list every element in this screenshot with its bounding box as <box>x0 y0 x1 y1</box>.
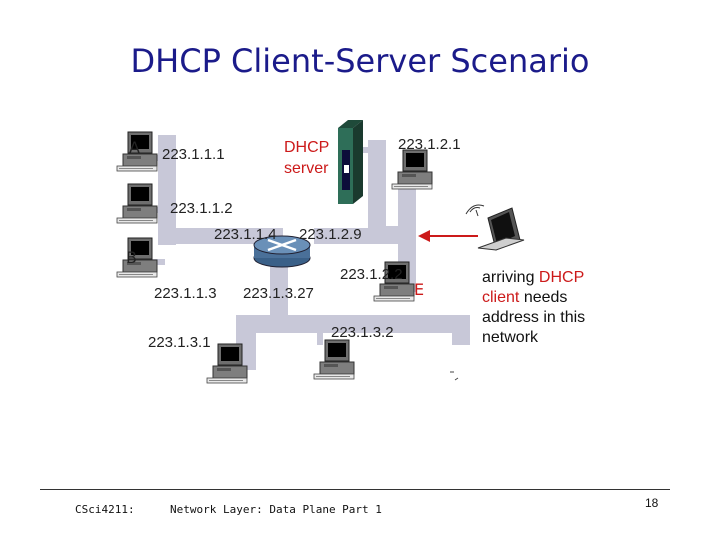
host-computer <box>116 183 158 224</box>
arriving-client-note: arriving DHCP client needs address in th… <box>482 268 622 348</box>
ip-label-router-if3: 223.1.3.27 <box>243 285 314 302</box>
host-computer <box>313 339 355 380</box>
dhcp-server-label-line1: DHCP <box>284 139 330 156</box>
note-word-dhcp: DHCP <box>538 269 585 286</box>
dhcp-server-label-line2: server <box>284 160 329 177</box>
ip-label-host-31: 223.1.3.1 <box>148 334 211 351</box>
ip-label-router-if2: 223.1.2.9 <box>299 226 362 243</box>
arrow-icon <box>418 230 478 242</box>
page-title: DHCP Client-Server Scenario <box>130 42 590 80</box>
ip-label-host-32: 223.1.3.2 <box>331 324 394 341</box>
ip-label-server: 223.1.2.1 <box>398 136 461 153</box>
page-number: 18 <box>645 496 659 510</box>
laptop-icon <box>465 204 525 251</box>
note-word-client: client <box>482 289 520 306</box>
router-icon <box>253 235 311 268</box>
note-word-needs: needs <box>523 289 568 306</box>
dhcp-server-icon <box>338 120 363 204</box>
host-b-computer <box>116 237 158 278</box>
ip-label-router-if1: 223.1.1.4 <box>214 226 277 243</box>
host-e-label: E <box>414 280 425 299</box>
footer-divider <box>40 489 670 490</box>
host-b-label: B <box>126 248 137 267</box>
footer-topic: Network Layer: Data Plane Part 1 <box>170 503 382 516</box>
ip-label-host-a: 223.1.1.1 <box>162 146 225 163</box>
ip-label-host: 223.1.1.2 <box>170 200 233 217</box>
note-word-arriving: arriving <box>482 269 535 286</box>
note-line-address: address in this <box>482 309 586 326</box>
ip-label-host-e: 223.1.2.2 <box>340 266 403 283</box>
host-a-label: A <box>129 138 140 157</box>
ip-label-host-b: 223.1.1.3 <box>154 285 217 302</box>
dhcp-server-label: DHCP server <box>284 137 329 179</box>
host-computer <box>206 343 248 384</box>
host-computer <box>391 149 433 190</box>
footer-course: CSci4211: <box>75 503 135 516</box>
note-line-network: network <box>482 329 539 346</box>
